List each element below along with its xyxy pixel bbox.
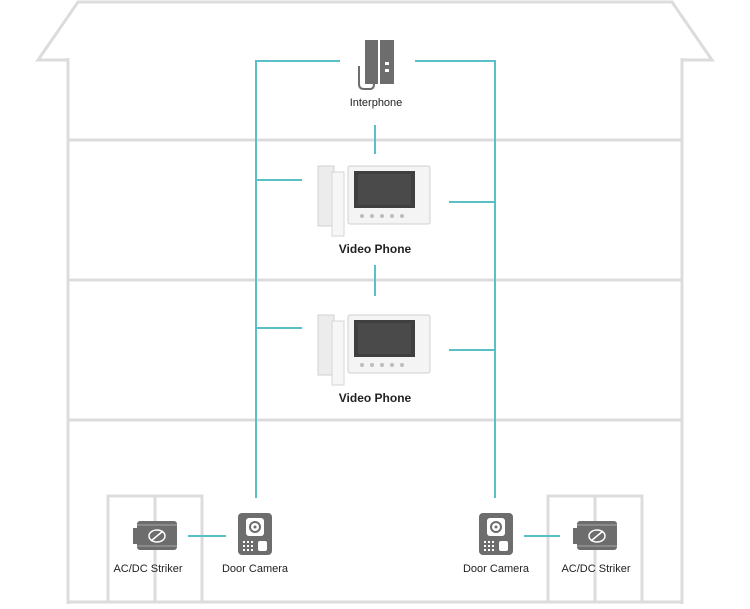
striker-label: AC/DC Striker [113, 563, 183, 575]
house-outline [35, 0, 715, 604]
video-phone-icon [317, 314, 431, 386]
door-camera-label: Door Camera [462, 563, 530, 575]
roof-outline [35, 0, 715, 62]
video-phone-icon [317, 165, 431, 237]
interphone-label: Interphone [349, 97, 403, 109]
interphone-icon [358, 40, 394, 90]
wiring [188, 60, 560, 537]
striker-icon [573, 521, 617, 550]
video-phone-label: Video Phone [338, 391, 412, 405]
door-camera-icon [479, 513, 513, 555]
door-camera-label: Door Camera [221, 563, 289, 575]
door-camera-icon [238, 513, 272, 555]
striker-icon [133, 521, 177, 550]
wire-right-trunk [415, 60, 496, 498]
video-phone-label: Video Phone [338, 242, 412, 256]
wire-left-trunk [255, 60, 340, 498]
striker-label: AC/DC Striker [561, 563, 631, 575]
